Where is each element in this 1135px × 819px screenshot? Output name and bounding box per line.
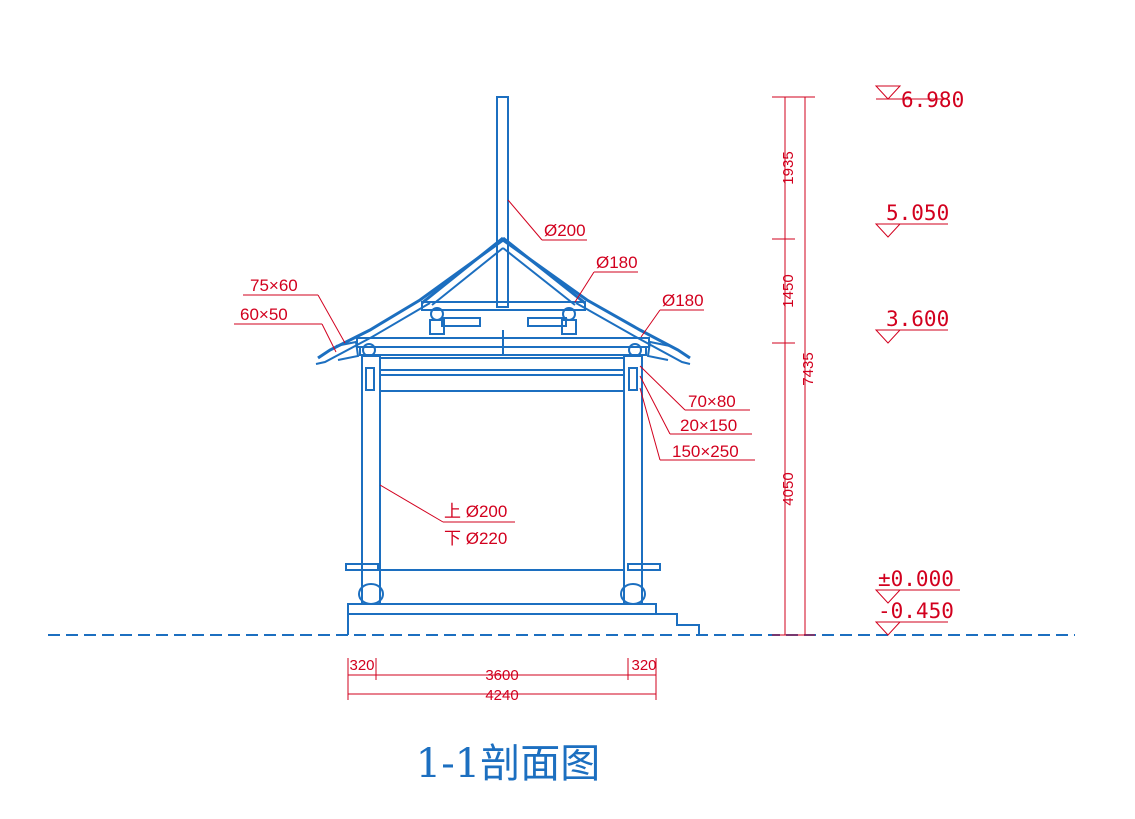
dim-1450: 1450 <box>780 274 797 307</box>
dim-7435: 7435 <box>800 352 817 385</box>
label-beam-1: 70×80 <box>688 392 736 411</box>
label-purlin-upper: Ø180 <box>596 253 638 272</box>
label-beam-3: 150×250 <box>672 442 739 461</box>
level-6980: 6.980 <box>901 88 964 112</box>
level-0000: ±0.000 <box>878 567 954 591</box>
label-purlin-lower: Ø180 <box>662 291 704 310</box>
annotations: Ø200 Ø180 Ø180 75×60 60×50 70×80 20×150 … <box>234 199 755 548</box>
drawing-title: 1-1剖面图 <box>416 741 600 787</box>
label-rafter-2: 60×50 <box>240 305 288 324</box>
dim-320-right: 320 <box>631 657 656 674</box>
label-post-top: Ø200 <box>544 221 586 240</box>
roof-left <box>317 238 504 360</box>
center-post <box>496 96 509 308</box>
level-3600: 3.600 <box>886 307 949 331</box>
bench-left <box>345 563 379 571</box>
label-beam-2: 20×150 <box>680 416 737 435</box>
pavilion-structure <box>315 96 700 635</box>
steps <box>347 613 700 635</box>
upper-tie-beam <box>421 301 586 311</box>
lintel-upper <box>379 357 625 371</box>
dim-3600: 3600 <box>485 667 518 684</box>
platform <box>347 603 657 615</box>
dim-4050: 4050 <box>780 472 797 505</box>
level-markers: 6.980 5.050 3.600 ±0.000 -0.450 <box>874 85 964 636</box>
dim-1935: 1935 <box>780 151 797 184</box>
level-minus-0450: -0.450 <box>878 599 954 623</box>
lintel-lower <box>379 374 625 392</box>
label-column-lower: 下 Ø220 <box>444 529 507 548</box>
column-right <box>623 355 643 605</box>
roof-right <box>502 238 691 360</box>
bench-right <box>627 563 661 571</box>
horizontal-dimensions: 320 3600 320 4240 <box>347 657 657 704</box>
label-column-upper: 上 Ø200 <box>444 502 507 521</box>
dim-320-left: 320 <box>349 657 374 674</box>
level-5050: 5.050 <box>886 201 949 225</box>
label-rafter-1: 75×60 <box>250 276 298 295</box>
dim-4240: 4240 <box>485 687 518 704</box>
vertical-dimensions: 1935 1450 4050 7435 <box>772 96 817 636</box>
